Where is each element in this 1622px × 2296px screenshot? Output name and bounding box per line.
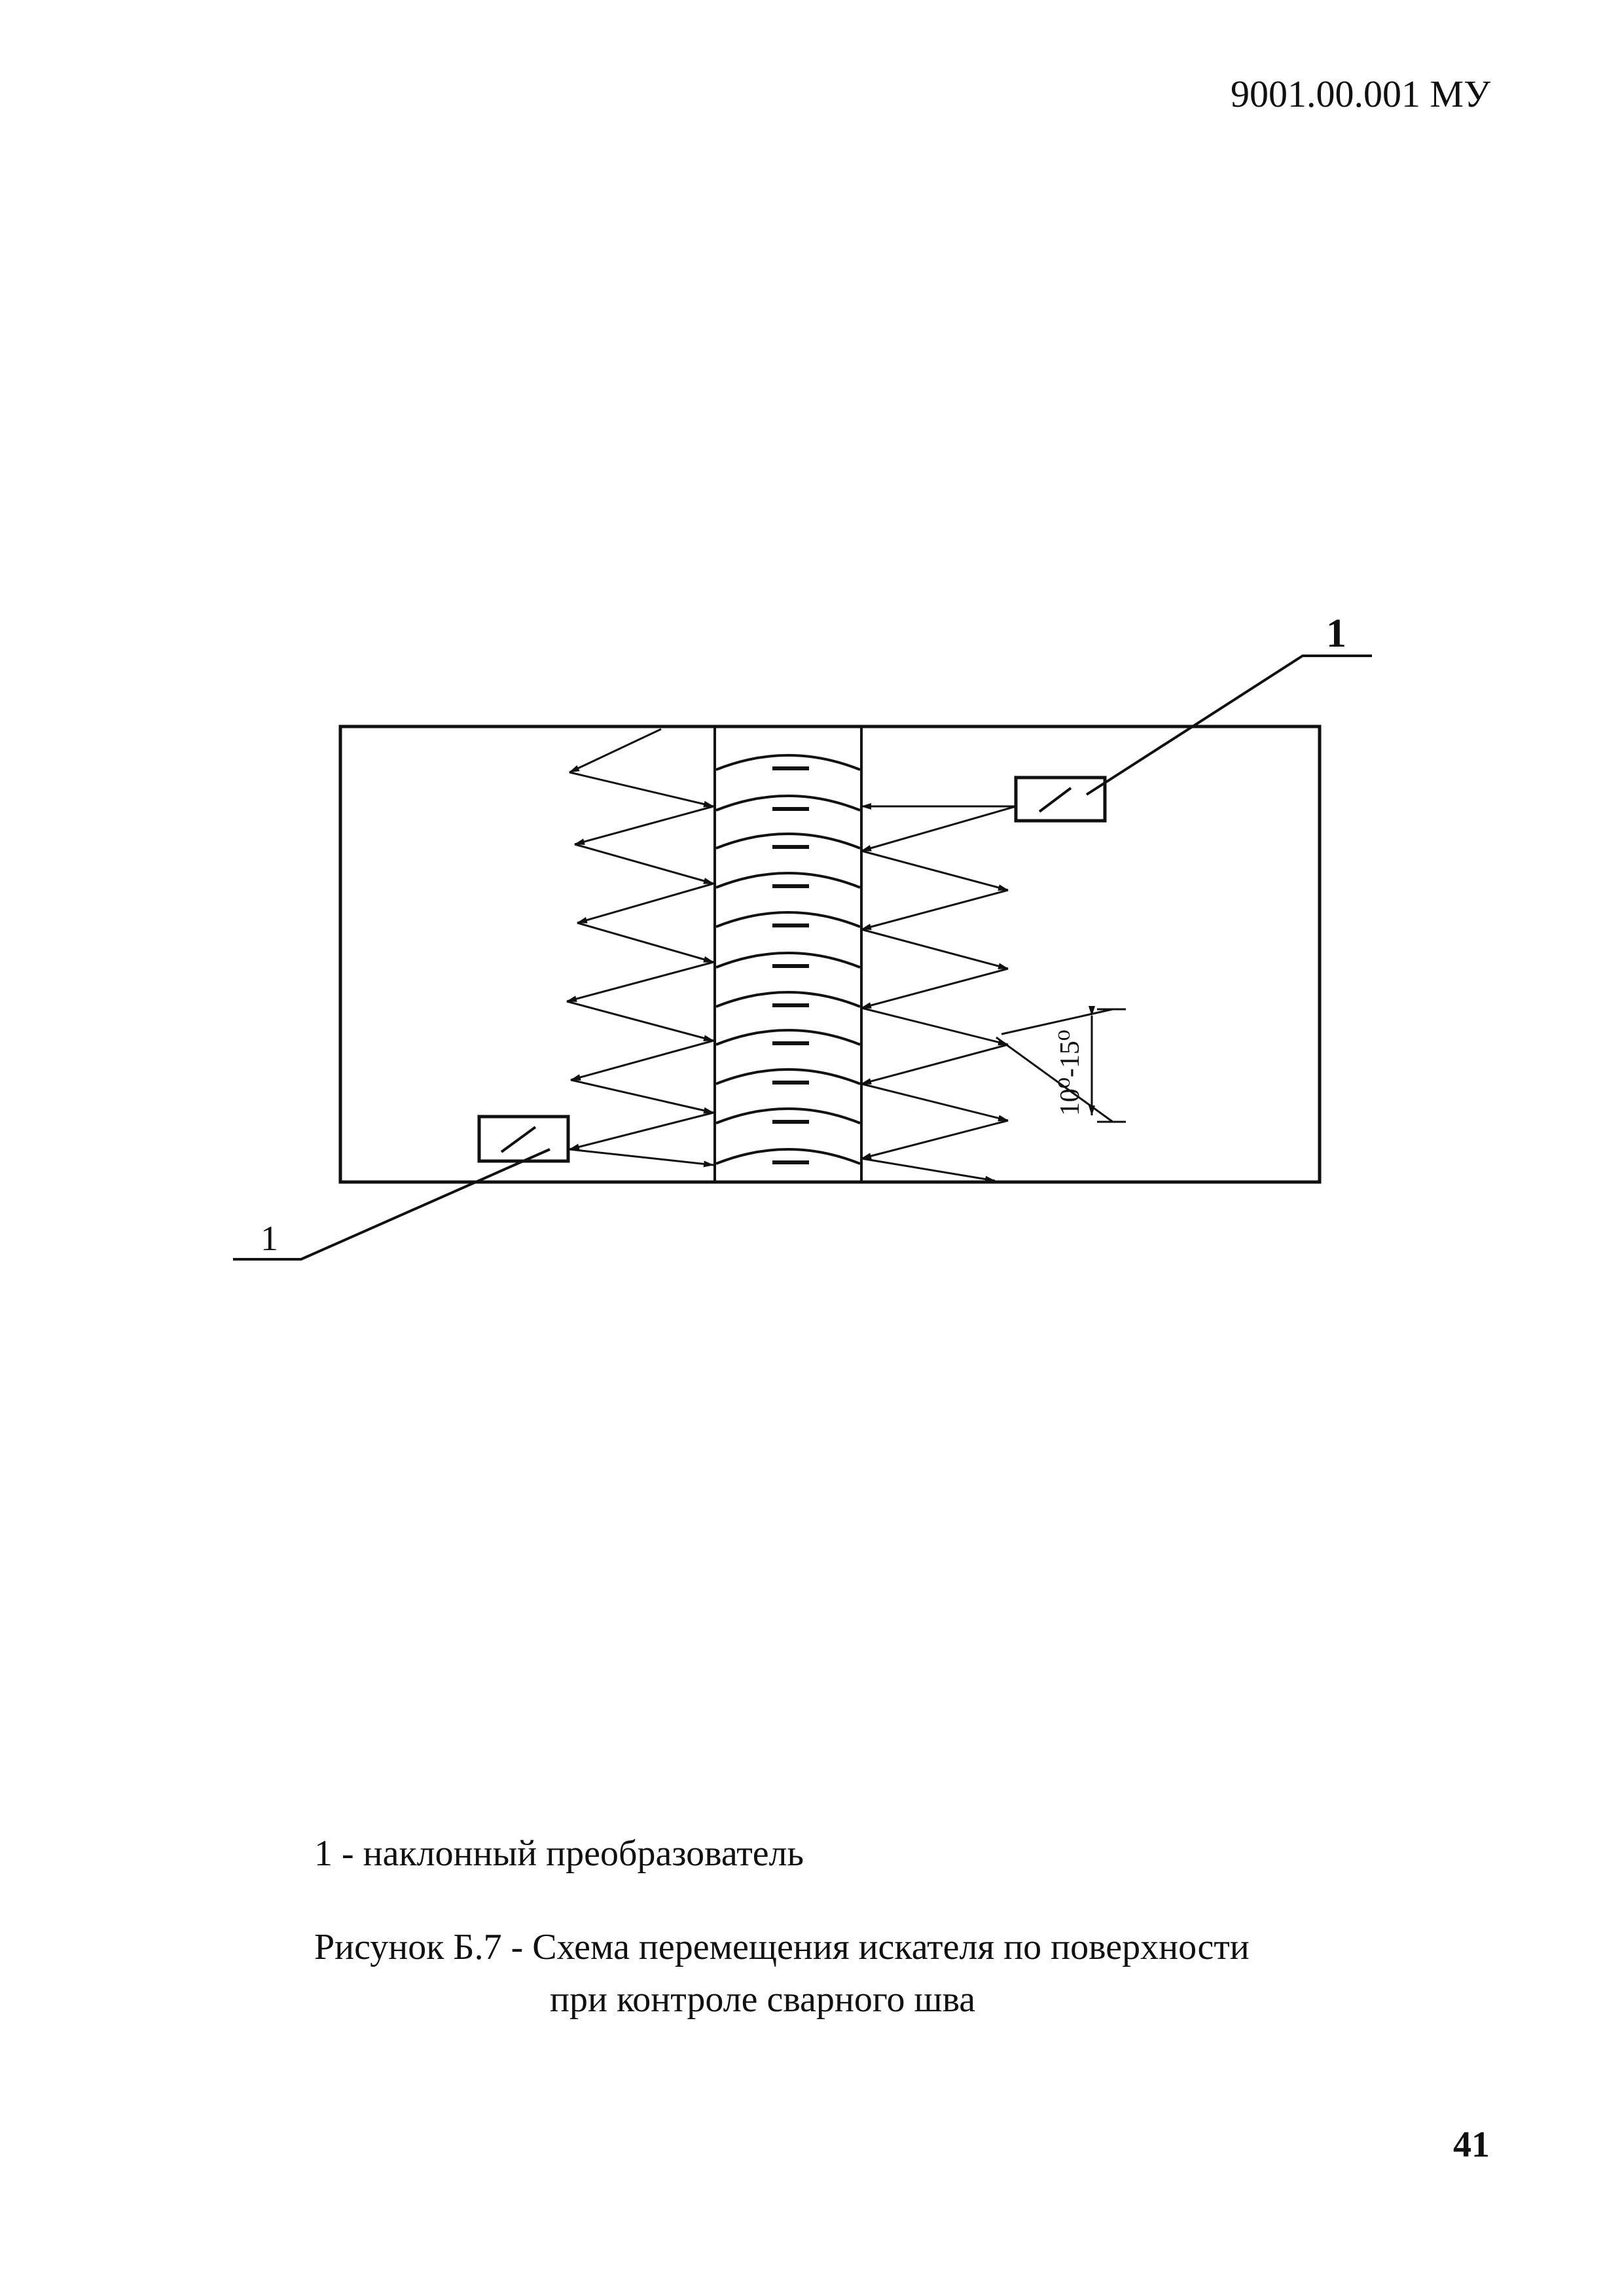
weld-ripple-arc: [715, 872, 861, 889]
scan-path-segment: [861, 1043, 1009, 1085]
weld-ripple-arc: [715, 952, 861, 969]
weld-ripple-arc: [715, 1068, 861, 1085]
scan-path-segment: [861, 1119, 1009, 1160]
scan-path-segment: [861, 805, 1017, 852]
plate-outline: [338, 725, 1322, 1184]
scan-path-segment: [861, 967, 1009, 1009]
scan-path-segment: [861, 928, 1009, 970]
scan-path-segment: [569, 728, 662, 774]
caption-line-2: при контроле сварного шва: [550, 1979, 976, 2020]
weld-ripple-arc: [715, 833, 861, 850]
scan-path-segment: [569, 1148, 714, 1168]
transducer-bottom: [477, 1115, 570, 1163]
weld-ripple-arc: [715, 911, 861, 928]
weld-ripple-arc: [715, 991, 861, 1008]
scan-path-segment: [566, 961, 714, 1003]
angle-dimension: [996, 1006, 1126, 1123]
weld-ripple-arc: [715, 795, 861, 812]
page-number: 41: [1453, 2125, 1490, 2165]
scan-path-segment: [577, 922, 714, 963]
weld-ripple-arc: [715, 1148, 861, 1165]
scan-path-segment: [577, 882, 714, 924]
transducer-top: [1014, 776, 1107, 823]
scan-path-segment: [570, 1079, 714, 1114]
scan-path-segment: [569, 771, 714, 808]
caption-line-1: Рисунок Б.7 - Схема перемещения искателя…: [314, 1927, 1250, 1967]
weld-ripple-arc: [715, 1029, 861, 1046]
leader-line-bottom: [233, 1148, 550, 1261]
scan-path-segment: [861, 850, 1009, 891]
callout-number-bottom: 1: [261, 1219, 278, 1258]
figure-caption: Рисунок Б.7 - Схема перемещения искателя…: [314, 1921, 1250, 2026]
weld-ripples: [715, 754, 861, 1165]
angle-label: 10⁰-15⁰: [1055, 1030, 1085, 1116]
figure-legend: 1 - наклонный преобразователь: [314, 1833, 804, 1874]
scan-path-segment: [574, 805, 714, 846]
document-code: 9001.00.001 МУ: [1231, 73, 1491, 115]
scan-path-segment: [861, 889, 1009, 931]
scan-path-segment: [569, 1111, 714, 1151]
leader-line-top: [1085, 655, 1372, 796]
scan-path-segment: [566, 1000, 714, 1042]
weld-ripple-arc: [715, 754, 861, 771]
weld-ripple-arc: [715, 1107, 861, 1124]
scan-path-segment: [574, 843, 714, 885]
scan-path-segment: [861, 1157, 996, 1183]
scan-path-segment: [861, 1007, 1009, 1046]
scan-path-segment: [570, 1039, 714, 1081]
callout-number-top: 1: [1326, 611, 1346, 656]
scan-path: [566, 728, 1017, 1183]
scan-path-segment: [861, 1083, 1009, 1122]
